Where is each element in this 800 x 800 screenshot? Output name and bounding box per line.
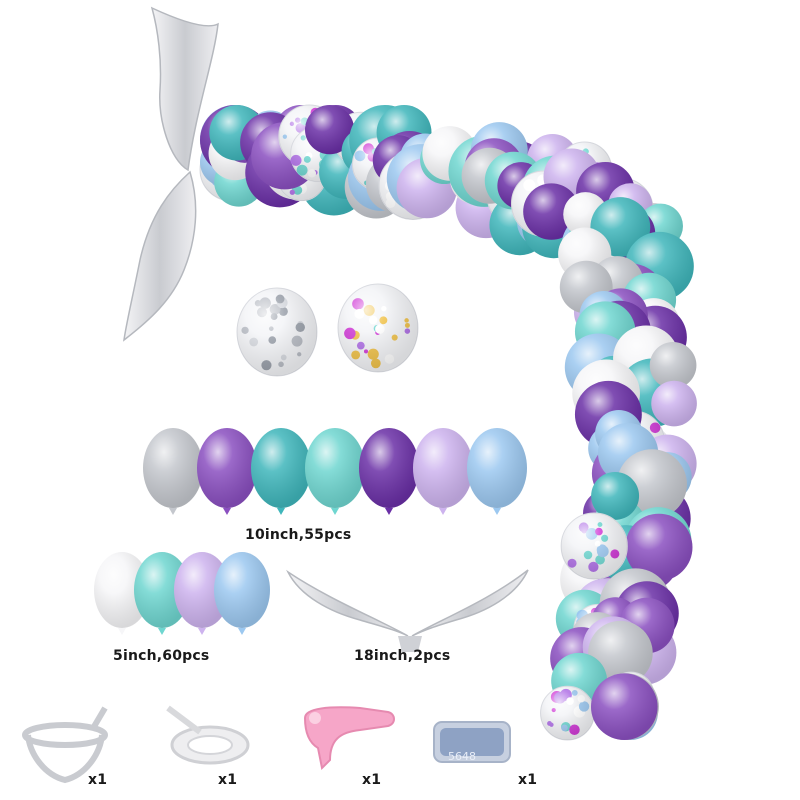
confetti-balloon [540, 685, 595, 741]
qty-ribbon-roll: x1 [518, 772, 538, 788]
confetti-balloon [560, 512, 628, 580]
confetti-balloon [236, 287, 318, 377]
garland-balloon [305, 105, 355, 155]
label-10inch: 10inch,55pcs [245, 527, 352, 543]
ten-inch-balloon-row [143, 428, 527, 515]
glue-dots-icon [166, 705, 250, 765]
garland-balloon [651, 380, 697, 427]
mermaid-tail-foil-balloon [123, 6, 219, 342]
label-18inch: 18inch,2pcs [354, 648, 451, 664]
svg-text:5648: 5648 [448, 750, 476, 763]
garland-balloon [523, 183, 580, 240]
balloon-5inch [174, 552, 230, 635]
balloon-10inch [467, 428, 527, 515]
balloon-10inch [197, 428, 257, 515]
ribbon-roll-icon: 5648 [433, 721, 511, 763]
qty-glue-dots: x1 [218, 772, 238, 788]
balloon-strip-icon [22, 706, 108, 784]
qty-tie-tool: x1 [362, 772, 382, 788]
balloon-10inch [143, 428, 203, 515]
balloon-10inch [305, 428, 365, 515]
balloon-5inch [94, 552, 150, 635]
balloon-5inch [134, 552, 190, 635]
tie-tool-icon [303, 706, 395, 771]
eighteen-inch-tail-foil [286, 569, 529, 652]
balloon-10inch [413, 428, 473, 515]
garland-balloon [625, 513, 693, 582]
five-inch-balloon-row [94, 552, 270, 635]
balloon-5inch [214, 552, 270, 635]
qty-balloon-strip: x1 [88, 772, 108, 788]
balloon-garland [199, 104, 697, 741]
label-5inch: 5inch,60pcs [113, 648, 210, 664]
garland-balloon [591, 471, 640, 520]
confetti-balloon [337, 283, 419, 373]
balloon-10inch [251, 428, 311, 515]
garland-balloon [590, 673, 658, 741]
balloon-10inch [359, 428, 419, 515]
confetti-balloons [236, 283, 419, 377]
garland-balloon [649, 342, 697, 389]
